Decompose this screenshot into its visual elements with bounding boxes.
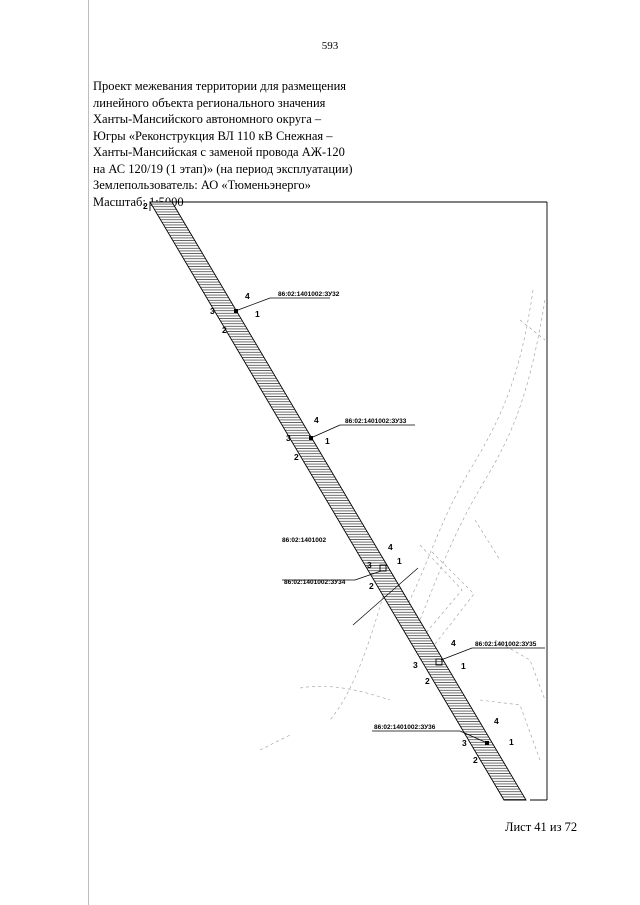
- leader-line: [459, 730, 486, 743]
- leader-line: [237, 297, 271, 311]
- leader-line: [312, 424, 341, 438]
- parcel-zu34: 86:02:1401002:ЗУ34 4 3 1 2: [282, 542, 402, 591]
- sheet-number: Лист 41 из 72: [505, 820, 578, 834]
- parcel-label: 86:02:1401002:ЗУ35: [475, 641, 537, 648]
- vertex-number: 1: [325, 436, 330, 446]
- parcel-label: 86:02:1401002:ЗУ34: [284, 579, 346, 586]
- vertex-number: 2: [473, 755, 478, 765]
- parcel-label: 86:02:1401002:ЗУ36: [374, 724, 436, 731]
- leader-line: [440, 647, 473, 661]
- header-line: на АС 120/19 (1 этап)» (на период эксплу…: [93, 161, 353, 176]
- vertex-number: 3: [462, 738, 467, 748]
- parcel-marker: [435, 658, 443, 666]
- parcel-zu33: 86:02:1401002:ЗУ33 4 3 1 2: [286, 415, 415, 462]
- vertex-number: 4: [245, 291, 250, 301]
- line-corridor: [149, 201, 527, 801]
- parcel-label: 86:02:1401002:ЗУ33: [345, 418, 407, 425]
- vertex-number: 3: [413, 660, 418, 670]
- leader-line: [354, 570, 382, 581]
- vertex-number: 1: [255, 309, 260, 319]
- header-line: Проект межевания территории для размещен…: [93, 79, 347, 93]
- header-line: Ханты-Мансийского автономного округа –: [93, 112, 322, 126]
- document-header: Проект межевания территории для размещен…: [93, 78, 413, 210]
- vertex-number: 4: [388, 542, 393, 552]
- parcel-label: 86:02:1401002:ЗУ32: [278, 291, 340, 298]
- page-number: 593: [321, 40, 339, 52]
- vertex-number: 2: [294, 452, 299, 462]
- vertex-number: 1: [397, 556, 402, 566]
- parcel-marker: [234, 309, 238, 313]
- background-contours: [259, 289, 546, 761]
- crossing-line: [352, 567, 419, 626]
- parcel-zu32: 86:02:1401002:ЗУ32 4 3 1 2: [210, 291, 340, 335]
- parcel-marker: [309, 436, 313, 440]
- header-line: Ханты-Мансийская с заменой провода АЖ-12…: [93, 145, 345, 159]
- parcel-marker: [379, 564, 387, 572]
- vertex-number: 1: [509, 737, 514, 747]
- vertex-number: 3: [210, 306, 215, 316]
- vertex-number: 3: [286, 433, 291, 443]
- parcel-marker: [485, 741, 489, 745]
- vertex-number: 2: [369, 581, 374, 591]
- vertex-number: 3: [367, 560, 372, 570]
- vertex-number: 2: [425, 676, 430, 686]
- corridor-start-vertex-number: 2: [143, 201, 148, 211]
- parcel-zu35: 86:02:1401002:ЗУ35 4 3 1 2: [413, 638, 545, 686]
- vertex-number: 1: [461, 661, 466, 671]
- cadastral-quarter-label: 86:02:1401002: [282, 537, 326, 544]
- page-left-border: [88, 0, 89, 905]
- vertex-number: 4: [494, 716, 499, 726]
- header-line: линейного объекта регионального значения: [93, 95, 326, 110]
- header-line: Землепользователь: АО «Тюменьэнерго»: [93, 178, 311, 192]
- vertex-number: 4: [314, 415, 319, 425]
- vertex-number: 4: [451, 638, 456, 648]
- vertex-number: 2: [222, 325, 227, 335]
- parcel-zu36: 86:02:1401002:ЗУ36 4 3 1 2: [372, 716, 514, 765]
- header-line: Югры «Реконструкция ВЛ 110 кВ Снежная –: [93, 128, 333, 143]
